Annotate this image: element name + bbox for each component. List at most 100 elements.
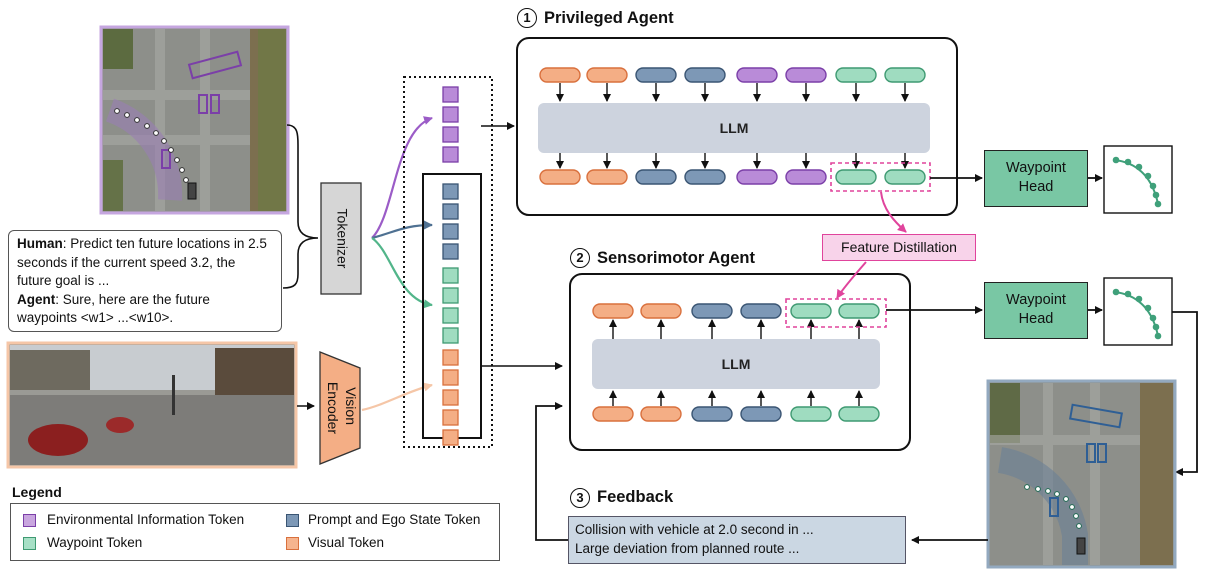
prompt-token-curve: [371, 220, 433, 240]
token-square-visual: [442, 369, 459, 386]
token-square-visual: [442, 429, 459, 446]
token-square-visual: [442, 389, 459, 406]
waypoint-head-line-2: Head: [1018, 311, 1054, 327]
token-square-waypoint: [442, 267, 459, 284]
token-pill-prompt: [635, 169, 677, 185]
token-pill-prompt: [691, 406, 733, 422]
token-square-prompt: [442, 243, 459, 260]
waypoint-head-privileged: Waypoint Head: [984, 150, 1088, 207]
token-pill-visual: [586, 67, 628, 83]
env-token-curve: [371, 116, 433, 239]
token-pill-visual: [640, 406, 682, 422]
agent-label: Agent: [17, 291, 56, 307]
token-pill-prompt: [740, 406, 782, 422]
visual-token-curve: [361, 382, 433, 412]
feedback-number: 3: [570, 488, 590, 508]
token-square-env: [442, 86, 459, 103]
privileged-token-pills: [539, 67, 926, 185]
token-pill-env: [736, 169, 778, 185]
token-column-dotted: [403, 76, 493, 448]
bev-map-image: [99, 25, 290, 215]
token-square-visual: [442, 409, 459, 426]
token-square-visual: [442, 349, 459, 366]
feedback-title: Feedback: [597, 488, 674, 506]
token-pill-visual: [539, 67, 581, 83]
token-pill-visual: [539, 169, 581, 185]
vision-encoder-shape: [319, 351, 361, 465]
feedback-line-2: Large deviation from planned route ...: [575, 541, 800, 556]
privileged-llm-label: LLM: [720, 120, 749, 136]
distill-arrow-down: [880, 191, 907, 233]
token-pill-visual: [592, 303, 634, 319]
token-pill-waypoint: [838, 406, 880, 422]
tokenizer-box: [320, 182, 362, 295]
token-square-waypoint: [442, 287, 459, 304]
bev-map-image: [986, 379, 1177, 569]
token-pill-prompt: [684, 169, 726, 185]
legend-swatch-prompt: [286, 514, 299, 527]
token-pill-visual: [586, 169, 628, 185]
privileged-agent-title: Privileged Agent: [544, 9, 674, 27]
human-text: : Predict ten future locations in 2.5 se…: [17, 236, 267, 288]
vision-encoder-line-2: Encoder: [325, 382, 341, 434]
waypoint-head-line-1: Waypoint: [1006, 160, 1066, 176]
token-square-env: [442, 106, 459, 123]
front-camera-image: [6, 341, 298, 469]
token-square-prompt: [442, 203, 459, 220]
token-square-prompt: [442, 183, 459, 200]
token-square-env: [442, 126, 459, 143]
feature-distillation-label: Feature Distillation: [822, 234, 976, 261]
waypoint-head-line-2: Head: [1018, 179, 1054, 195]
human-label: Human: [17, 236, 63, 251]
legend-label-waypoint: Waypoint Token: [47, 535, 143, 550]
token-pill-env: [736, 67, 778, 83]
waypoint-head-sensorimotor: Waypoint Head: [984, 282, 1088, 339]
sensorimotor-agent-title: Sensorimotor Agent: [597, 249, 755, 267]
vision-encoder-label: Vision Encoder: [325, 382, 359, 434]
token-pill-waypoint: [835, 169, 877, 185]
feedback-line-1: Collision with vehicle at 2.0 second in …: [575, 522, 814, 537]
waypoint-trajectory-icon: [1103, 277, 1173, 346]
token-pill-waypoint: [838, 303, 880, 319]
token-pill-visual: [592, 406, 634, 422]
legend-label-visual: Visual Token: [308, 535, 385, 550]
vision-encoder-line-1: Vision: [343, 387, 359, 425]
legend-title: Legend: [12, 484, 62, 500]
sensorimotor-distill-region: [785, 298, 887, 328]
legend-swatch-visual: [286, 537, 299, 550]
token-pill-visual: [640, 303, 682, 319]
privileged-agent-number: 1: [517, 8, 537, 28]
agent-text: : Sure, here are the future waypoints <w…: [17, 291, 210, 326]
token-pill-waypoint: [835, 67, 877, 83]
input-brace: [282, 124, 319, 289]
token-square-waypoint: [442, 327, 459, 344]
distill-arrow-up: [836, 261, 867, 299]
legend-label-env: Environmental Information Token: [47, 512, 245, 527]
token-pill-waypoint: [884, 169, 926, 185]
token-square-prompt: [442, 223, 459, 240]
token-pill-waypoint: [884, 67, 926, 83]
token-pill-env: [785, 169, 827, 185]
waypoint-head-line-1: Waypoint: [1006, 292, 1066, 308]
tokenizer-label: Tokenizer: [334, 209, 350, 269]
prompt-text-box: Human: Predict ten future locations in 2…: [8, 230, 282, 332]
token-square-env: [442, 146, 459, 163]
sensorimotor-agent-number: 2: [570, 248, 590, 268]
legend-swatch-env: [23, 514, 36, 527]
token-pill-prompt: [684, 67, 726, 83]
legend-box: Environmental Information Token Prompt a…: [10, 503, 500, 561]
token-pill-prompt: [691, 303, 733, 319]
feedback-text-box: Collision with vehicle at 2.0 second in …: [568, 516, 906, 564]
token-pill-prompt: [740, 303, 782, 319]
waypoint-trajectory-icon: [1103, 145, 1173, 214]
token-pill-env: [785, 67, 827, 83]
token-pill-waypoint: [790, 406, 832, 422]
privileged-distill-region: [830, 162, 931, 192]
legend-label-prompt: Prompt and Ego State Token: [308, 512, 481, 527]
sensorimotor-llm-block: [592, 339, 880, 389]
legend-swatch-waypoint: [23, 537, 36, 550]
token-pill-prompt: [635, 67, 677, 83]
sensorimotor-token-pills: [592, 303, 880, 422]
privileged-llm-block: [538, 103, 930, 153]
